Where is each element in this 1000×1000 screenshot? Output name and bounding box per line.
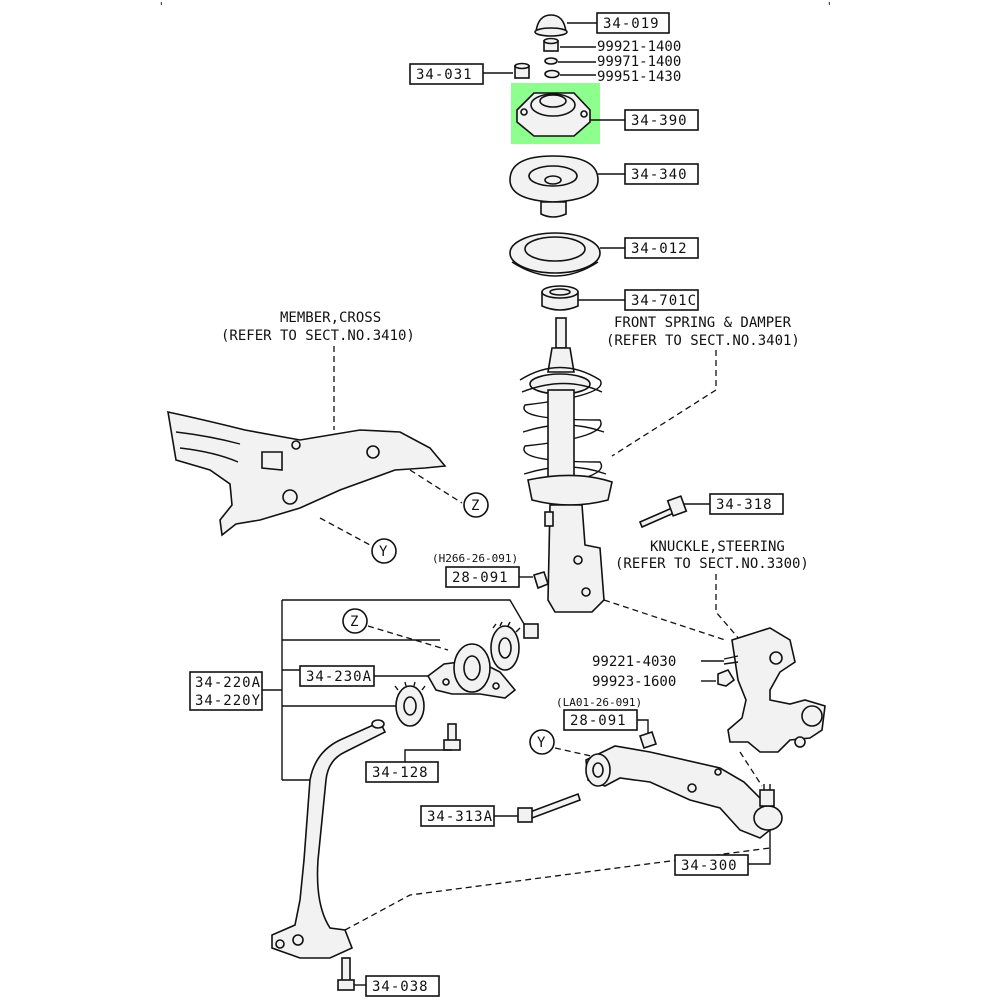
cotter-pin-icon	[723, 655, 739, 665]
callout-28-091-upper: 28-091	[452, 570, 509, 586]
washer-icon	[544, 69, 560, 79]
bump-stop-icon	[541, 285, 579, 311]
callout-34-313a: 34-313A	[427, 809, 493, 825]
callout-34-340: 34-340	[631, 167, 688, 183]
marker-y-lower-label: Y	[537, 735, 546, 751]
marker-z-lower[interactable]	[342, 608, 368, 634]
callout-34-019-box[interactable]	[596, 12, 670, 34]
ref-member-line-1: MEMBER,CROSS	[280, 310, 381, 326]
callout-34-128: 34-128	[372, 765, 429, 781]
callout-34-038: 34-038	[372, 979, 429, 995]
ref-spring-line-1: FRONT SPRING & DAMPER	[614, 315, 792, 331]
callout-34-340-box[interactable]	[624, 163, 699, 185]
marker-z-upper[interactable]	[463, 492, 489, 518]
nut-icon	[514, 62, 530, 79]
part-99971-1400: 99971-1400	[597, 54, 681, 70]
stabilizer-bushing-icon	[490, 621, 521, 671]
stabilizer-bar-icon	[271, 719, 387, 959]
part-la01: (LA01-26-091)	[556, 696, 642, 709]
bolt-icon	[337, 957, 355, 991]
callout-34-300: 34-300	[681, 858, 738, 874]
callout-34-220a-box[interactable]	[189, 671, 263, 711]
callout-34-701c-box[interactable]	[624, 289, 699, 311]
callout-34-300-box[interactable]	[674, 854, 749, 876]
strut-mount-icon	[516, 92, 591, 137]
marker-y-lower[interactable]	[529, 729, 555, 755]
callout-34-230a: 34-230A	[306, 669, 372, 685]
callout-34-390-box[interactable]	[624, 109, 699, 131]
nut-icon	[532, 571, 549, 590]
callout-34-038-box[interactable]	[365, 975, 440, 997]
callout-34-220a: 34-220A	[195, 675, 261, 691]
washer-icon	[394, 681, 426, 727]
part-99923-1600: 99923-1600	[592, 674, 676, 690]
callout-34-701c: 34-701C	[631, 293, 697, 309]
lower-control-arm-icon	[585, 745, 771, 839]
cross-member-icon	[167, 410, 447, 537]
marker-y-upper-label: Y	[379, 544, 388, 560]
callout-34-031: 34-031	[416, 67, 473, 83]
ref-knuckle-line-1: KNUCKLE,STEERING	[650, 539, 785, 555]
washer-icon	[544, 57, 558, 65]
callout-34-019: 34-019	[603, 16, 660, 32]
marker-z-upper-label: Z	[471, 498, 479, 514]
marker-y-upper[interactable]	[371, 538, 397, 564]
nut-icon	[717, 669, 736, 687]
strut-assembly-icon	[519, 317, 613, 613]
bearing-icon	[509, 232, 601, 277]
callout-34-390: 34-390	[631, 113, 688, 129]
bolt-icon	[443, 723, 461, 751]
bushing-icon	[426, 643, 517, 699]
corner-mark: '	[826, 0, 833, 13]
part-99951-1430: 99951-1430	[597, 69, 681, 85]
callout-34-012-box[interactable]	[624, 237, 699, 259]
spring-seat-icon	[509, 155, 599, 218]
marker-z-lower-label: Z	[350, 614, 358, 630]
callout-34-318: 34-318	[716, 497, 773, 513]
ref-member-line-2: (REFER TO SECT.NO.3410)	[221, 328, 415, 344]
nut-icon	[638, 730, 658, 750]
dust-cap-icon	[534, 14, 568, 37]
ball-joint-icon	[753, 784, 783, 831]
callout-28-091-lower: 28-091	[570, 713, 627, 729]
callout-34-313a-box[interactable]	[420, 805, 495, 827]
callout-34-318-box[interactable]	[709, 493, 784, 515]
corner-mark: '	[158, 0, 165, 13]
steering-knuckle-icon	[727, 627, 826, 753]
bolt-icon	[638, 495, 688, 529]
ref-knuckle-line-2: (REFER TO SECT.NO.3300)	[615, 556, 809, 572]
bolt-icon	[517, 792, 582, 823]
part-h266: (H266-26-091)	[432, 552, 518, 565]
ref-spring-line-2: (REFER TO SECT.NO.3401)	[606, 333, 800, 349]
callout-34-220y: 34-220Y	[195, 693, 261, 709]
part-99921-1400: 99921-1400	[597, 39, 681, 55]
callout-34-012: 34-012	[631, 241, 688, 257]
part-99221-4030: 99221-4030	[592, 654, 676, 670]
nut-icon	[543, 37, 559, 52]
nut-icon	[523, 623, 539, 639]
callout-34-128-box[interactable]	[365, 761, 439, 783]
callout-34-031-box[interactable]	[409, 63, 484, 85]
